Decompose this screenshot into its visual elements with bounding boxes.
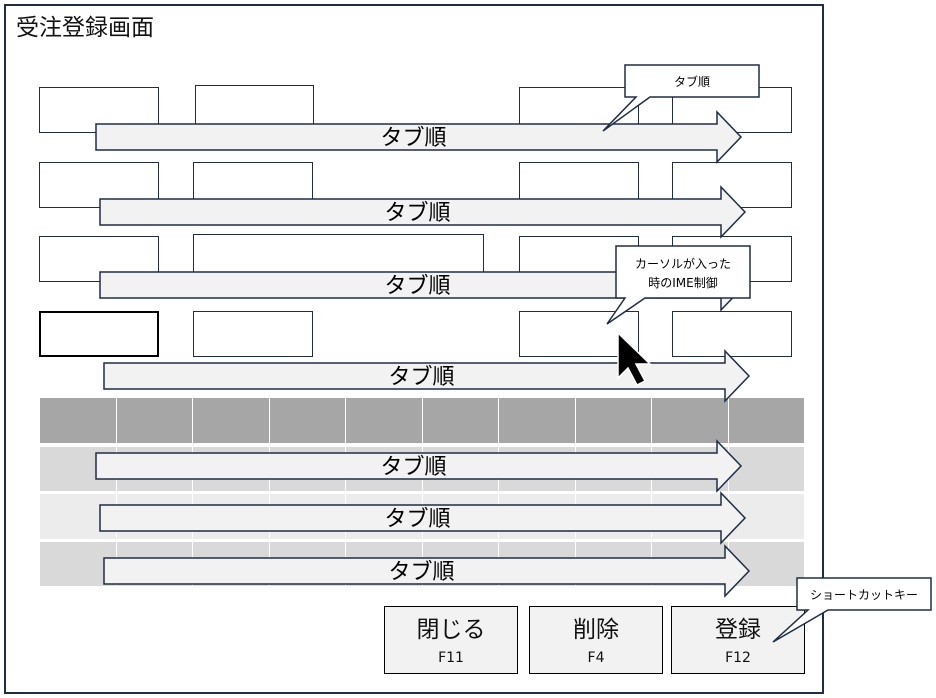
close-button-label: 閉じる xyxy=(416,617,486,643)
tab-order-callout-text: タブ順 xyxy=(674,74,710,89)
input-field-r4c4[interactable] xyxy=(672,311,792,357)
input-field-r4c2[interactable] xyxy=(193,311,313,357)
tab-order-arrow-label: タブ順 xyxy=(388,365,454,390)
tab-order-arrow xyxy=(99,491,747,545)
tab-order-arrow-label: タブ順 xyxy=(384,507,450,532)
tab-order-arrow xyxy=(95,110,743,164)
mouse-cursor-icon xyxy=(617,331,652,386)
tab-order-arrow-label: タブ順 xyxy=(384,201,450,226)
tab-order-arrow xyxy=(103,544,751,598)
ime-callout-text-line2: 時のIME制御 xyxy=(648,275,717,290)
grid-header-cell[interactable] xyxy=(576,398,652,443)
close-button-shortcut: F11 xyxy=(438,650,464,666)
tab-order-arrow xyxy=(99,185,747,239)
tab-order-arrow-label: タブ順 xyxy=(388,560,454,585)
grid-header-cell[interactable] xyxy=(193,398,270,443)
grid-header-cell[interactable] xyxy=(40,398,117,443)
window-title: 受注登録画面 xyxy=(16,15,154,41)
shortcut-key-callout: ショートカットキー xyxy=(772,577,932,643)
tab-order-arrow xyxy=(103,349,751,403)
tab-order-arrow-label: タブ順 xyxy=(380,126,446,151)
close-button[interactable]: 閉じる F11 xyxy=(384,606,518,674)
ime-callout-text-line1: カーソルが入った xyxy=(635,256,731,271)
tab-order-arrow-label: タブ順 xyxy=(384,274,450,299)
delete-button-shortcut: F4 xyxy=(587,650,605,666)
tab-order-arrow-label: タブ順 xyxy=(380,455,446,480)
grid-header-cell[interactable] xyxy=(499,398,576,443)
register-button-shortcut: F12 xyxy=(725,650,751,666)
grid-header-cell[interactable] xyxy=(117,398,193,443)
input-field-r4c1-focused[interactable] xyxy=(39,311,159,357)
grid-header-cell[interactable] xyxy=(346,398,423,443)
grid-header-cell[interactable] xyxy=(423,398,499,443)
register-button-label: 登録 xyxy=(715,617,761,643)
tab-order-arrow xyxy=(95,439,743,493)
register-button[interactable]: 登録 F12 xyxy=(671,606,805,674)
grid-header-row[interactable] xyxy=(40,398,804,443)
delete-button-label: 削除 xyxy=(573,617,619,643)
grid-header-cell[interactable] xyxy=(270,398,346,443)
delete-button[interactable]: 削除 F4 xyxy=(529,606,663,674)
grid-header-cell[interactable] xyxy=(652,398,729,443)
tab-order-callout: タブ順 xyxy=(602,64,760,132)
shortcut-callout-text: ショートカットキー xyxy=(810,588,918,602)
ime-control-callout: カーソルが入った 時のIME制御 xyxy=(606,245,751,325)
